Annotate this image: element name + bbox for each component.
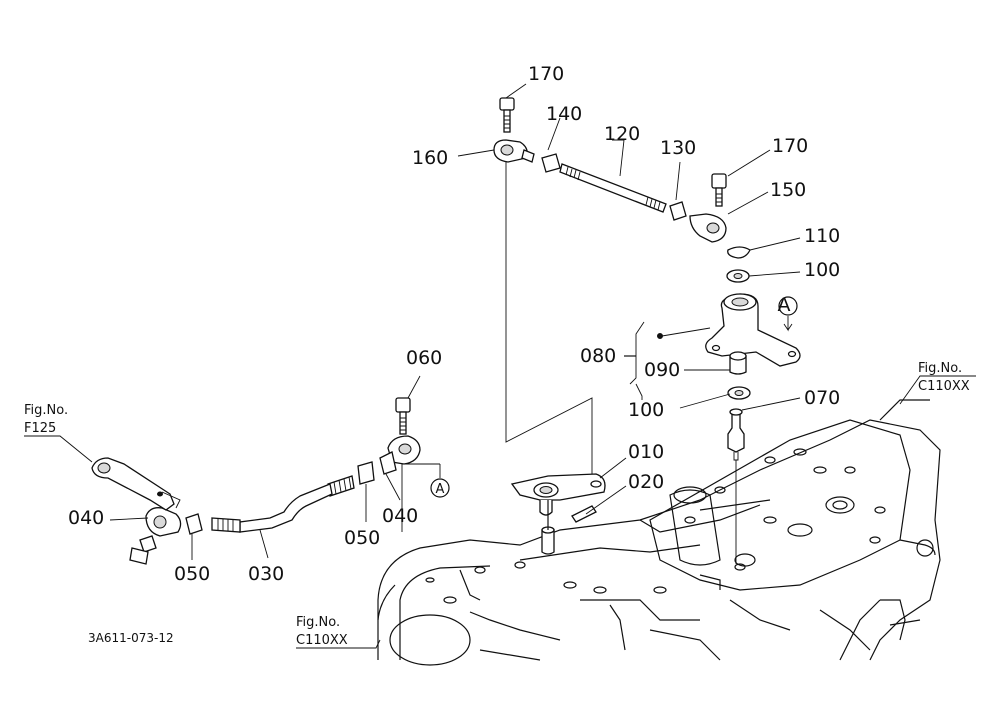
label-part-060: 060 [406, 347, 442, 369]
fig-ref-c110-bottom-line1: Fig.No. [296, 615, 340, 630]
transmission-housing [377, 399, 941, 666]
label-part-160: 160 [412, 147, 448, 169]
label-part-040-left: 040 [68, 507, 104, 529]
label-callout-a-bottom: A [436, 482, 445, 497]
label-part-100-top: 100 [804, 259, 840, 281]
label-part-010: 010 [628, 441, 664, 463]
shift-arm-010 [510, 473, 606, 555]
fig-ref-c110-bottom-line2: C110XX [296, 633, 348, 648]
label-part-100-bottom: 100 [628, 399, 664, 421]
fig-ref-f125-line2: F125 [24, 421, 56, 436]
callout-a-bottom [430, 464, 450, 498]
fig-ref-c110-right-line2: C110XX [918, 379, 970, 394]
label-part-090: 090 [644, 359, 680, 381]
label-part-140: 140 [546, 103, 582, 125]
label-part-040-right: 040 [382, 505, 418, 527]
callout-a-top [778, 296, 798, 332]
fig-ref-f125-line1: Fig.No. [24, 403, 68, 418]
label-callout-a-top: A [778, 294, 791, 316]
label-part-150: 150 [770, 179, 806, 201]
label-part-130: 130 [660, 137, 696, 159]
label-part-120: 120 [604, 123, 640, 145]
label-part-070: 070 [804, 387, 840, 409]
label-part-170-top: 170 [528, 63, 564, 85]
fig-ref-c110-right-line1: Fig.No. [918, 361, 962, 376]
rod-assembly-030 [91, 397, 440, 565]
label-part-080: 080 [580, 345, 616, 367]
leader-lines [24, 83, 976, 649]
label-part-170-right: 170 [772, 135, 808, 157]
drawing-code: 3A611-073-12 [88, 631, 174, 645]
label-part-020: 020 [628, 471, 664, 493]
rod-assembly-120 [493, 97, 727, 474]
arm-080-group [624, 246, 801, 564]
label-part-050-right: 050 [344, 527, 380, 549]
label-part-110: 110 [804, 225, 840, 247]
label-part-030: 030 [248, 563, 284, 585]
label-part-050-left: 050 [174, 563, 210, 585]
